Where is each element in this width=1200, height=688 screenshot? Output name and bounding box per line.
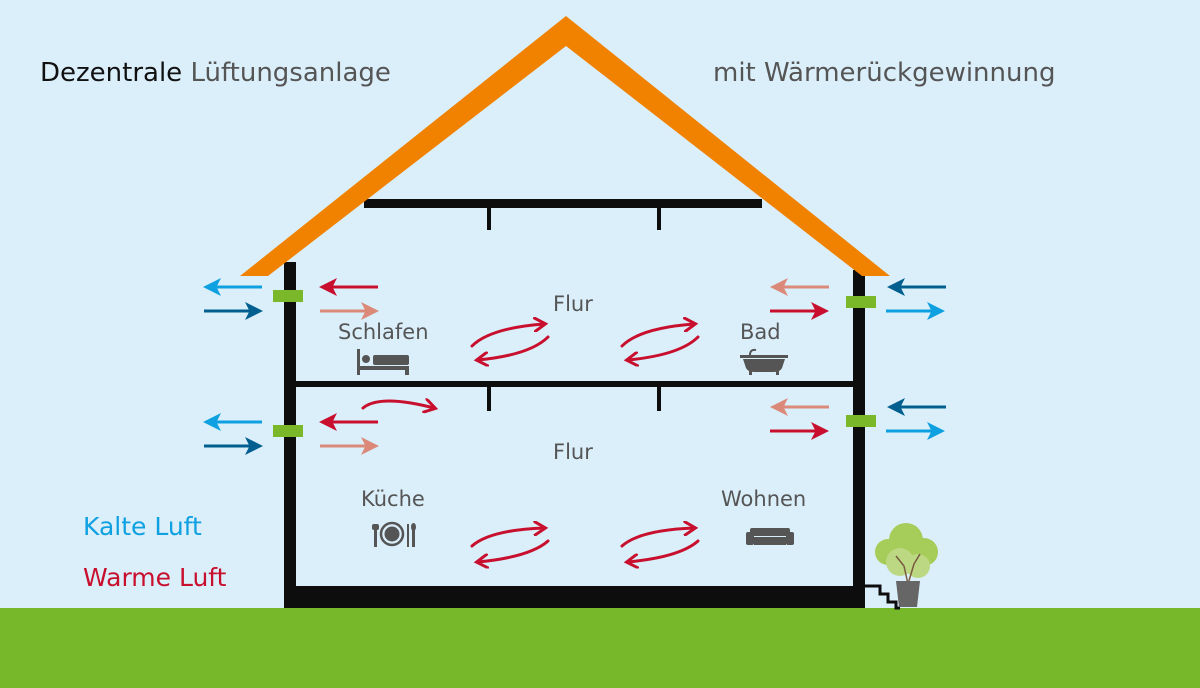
title-left-rest: Lüftungsanlage [190,58,391,88]
label-lower-hall: Flur [553,440,593,464]
circulation-lower-left [470,528,550,562]
vent-upper-left [273,290,303,302]
floor-partition-right [657,387,661,411]
legend-cold-air: Kalte Luft [83,512,202,541]
title-right: mit Wärmerückgewinnung [713,58,1056,88]
label-living: Wohnen [721,487,807,511]
vent-upper-right [846,296,876,308]
legend-warm-air: Warme Luft [83,563,227,592]
bathtub-icon [740,348,788,375]
base-slab [284,586,865,608]
label-bathroom: Bad [740,320,781,344]
attic-floor [364,199,762,208]
bed-icon [357,349,409,375]
label-upper-hall: Flur [553,292,593,316]
plate-cutlery-icon [372,521,416,547]
title-left-bold: Dezentrale [40,58,183,88]
floor-partition-left [487,387,491,411]
attic-partition-left [487,208,491,230]
title-left: Dezentrale Lüftungsanlage [40,58,391,88]
circulation-lower-entry [361,401,434,408]
right-wall [853,270,865,608]
circulation-upper-right [620,324,700,360]
circulation-upper-left [470,324,550,360]
potted-plant-icon [875,523,938,607]
label-bedroom: Schlafen [338,320,429,344]
vent-lower-left [273,425,303,437]
middle-floor [296,381,853,387]
ground [0,608,1200,688]
attic-partition-right [657,208,661,230]
circulation-lower-right [620,528,700,562]
roof [240,16,890,276]
label-kitchen: Küche [361,487,425,511]
vent-lower-right [846,415,876,427]
sofa-icon [746,528,794,545]
stairs [865,584,900,610]
